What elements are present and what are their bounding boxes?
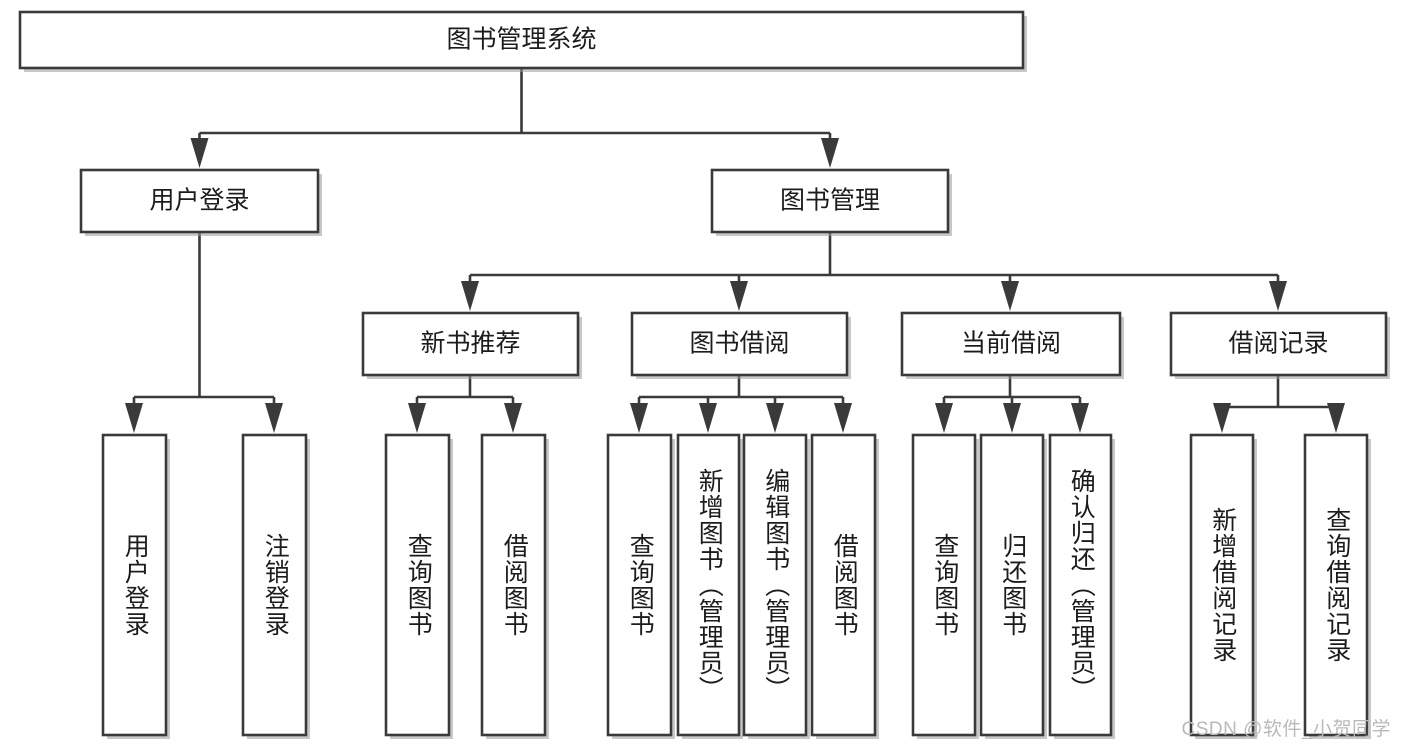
arrow-head-icon (1071, 403, 1089, 433)
arrow-head-icon (1269, 281, 1287, 311)
node-label-borrow-records: 借阅记录 (1228, 330, 1328, 358)
arrow-head-icon (461, 281, 479, 311)
node-box-book-borrow[interactable] (630, 311, 849, 377)
node-box-new-book-recommend[interactable] (361, 311, 580, 377)
node-box-user-login[interactable] (79, 168, 320, 234)
node-box-leaf-return-book[interactable] (979, 433, 1045, 737)
node-box-leaf-query-book-borrow[interactable] (606, 433, 673, 737)
arrow-head-icon (1213, 403, 1231, 433)
arrow-head-icon (699, 403, 717, 433)
node-box-leaf-edit-book-admin[interactable] (742, 433, 808, 737)
arrow-head-icon (1327, 403, 1345, 433)
node-box-borrow-records[interactable] (1169, 311, 1388, 377)
arrow-head-icon (1001, 281, 1019, 311)
arrow-head-icon (504, 403, 522, 433)
arrow-head-icon (190, 138, 209, 168)
node-label-current-borrow: 当前借阅 (961, 330, 1061, 358)
watermark-text: CSDN @软件_小贺同学 (1181, 719, 1391, 740)
node-box-leaf-borrow-book-recommend[interactable] (480, 433, 547, 737)
node-box-book-management[interactable] (710, 168, 950, 234)
arrow-head-icon (935, 403, 953, 433)
node-label-book-management: 图书管理 (780, 187, 880, 215)
node-box-leaf-add-borrow-record[interactable] (1189, 433, 1255, 737)
arrow-head-icon (265, 403, 283, 433)
arrow-head-icon (408, 403, 426, 433)
node-box-leaf-query-book-current[interactable] (911, 433, 977, 737)
connector-layer (125, 68, 1345, 433)
arrow-head-icon (834, 403, 852, 433)
node-label-new-book-recommend: 新书推荐 (420, 330, 520, 358)
node-label-root: 图书管理系统 (446, 26, 596, 54)
arrow-head-icon (766, 403, 784, 433)
arrow-head-icon (730, 281, 748, 311)
node-box-root[interactable] (18, 10, 1025, 70)
node-box-leaf-logout-login[interactable] (241, 433, 308, 737)
node-box-leaf-user-login[interactable] (101, 433, 168, 737)
arrow-head-icon (1003, 403, 1021, 433)
node-box-leaf-confirm-return-admin[interactable] (1048, 433, 1113, 737)
arrow-head-icon (630, 403, 648, 433)
node-box-leaf-add-book-admin[interactable] (676, 433, 741, 737)
arrow-head-icon (821, 138, 839, 168)
arrow-head-icon (125, 403, 143, 433)
node-box-leaf-borrow-book[interactable] (810, 433, 877, 737)
node-box-current-borrow[interactable] (900, 311, 1122, 377)
node-label-book-borrow: 图书借阅 (689, 330, 789, 358)
node-box-leaf-query-book-recommend[interactable] (384, 433, 451, 737)
node-label-user-login: 用户登录 (149, 187, 249, 215)
node-box-leaf-query-borrow-record[interactable] (1303, 433, 1369, 737)
